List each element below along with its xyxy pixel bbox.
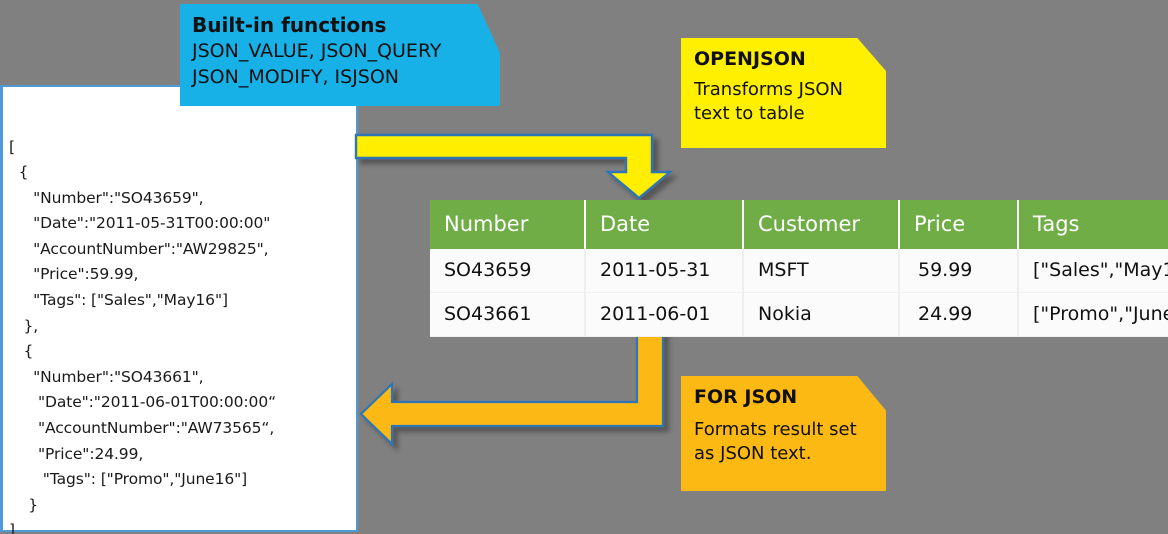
callout-builtin-functions: Built-in functions JSON_VALUE, JSON_QUER… [180, 4, 500, 106]
callout-forjson-title: FOR JSON [694, 386, 798, 408]
column-header-number[interactable]: Number [430, 200, 586, 249]
column-header-customer[interactable]: Customer [743, 200, 900, 249]
cell-customer: Nokia [743, 292, 900, 337]
column-header-tags[interactable]: Tags [1018, 200, 1168, 249]
cell-price: 24.99 [899, 292, 1019, 337]
column-header-price[interactable]: Price [899, 200, 1019, 249]
callout-builtin-line2: JSON_MODIFY, ISJSON [192, 66, 400, 88]
callout-openjson-title: OPENJSON [694, 48, 806, 70]
cell-number: SO43661 [430, 292, 586, 337]
callout-forjson: FOR JSON Formats result set as JSON text… [681, 376, 886, 491]
json-document-panel: [ { "Number":"SO43659", "Date":"2011-05-… [0, 85, 358, 534]
cell-price: 59.99 [899, 249, 1019, 293]
cell-tags: ["Promo","June16"] [1018, 292, 1168, 337]
cell-tags: ["Sales","May16"] [1018, 249, 1168, 293]
cell-date: 2011-06-01 [585, 292, 744, 337]
result-table: Number Date Customer Price Tags SO43659 … [430, 200, 1168, 337]
callout-forjson-line1: Formats result set [694, 419, 857, 440]
forjson-flow-arrow [359, 328, 665, 447]
openjson-flow-arrow [354, 133, 674, 200]
callout-forjson-line2: as JSON text. [694, 443, 812, 464]
cell-date: 2011-05-31 [585, 249, 744, 293]
table-row[interactable]: SO43661 2011-06-01 Nokia 24.99 ["Promo",… [430, 292, 1168, 337]
table-header-row: Number Date Customer Price Tags [430, 200, 1168, 249]
callout-openjson-line2: text to table [694, 103, 805, 124]
column-header-date[interactable]: Date [585, 200, 744, 249]
cell-customer: MSFT [743, 249, 900, 293]
json-document-text: [ { "Number":"SO43659", "Date":"2011-05-… [9, 137, 277, 534]
cell-number: SO43659 [430, 249, 586, 293]
callout-builtin-title: Built-in functions [192, 13, 387, 37]
table-row[interactable]: SO43659 2011-05-31 MSFT 59.99 ["Sales","… [430, 249, 1168, 293]
callout-openjson: OPENJSON Transforms JSON text to table [681, 38, 886, 148]
callout-builtin-line1: JSON_VALUE, JSON_QUERY [192, 40, 442, 62]
callout-openjson-line1: Transforms JSON [694, 79, 844, 100]
